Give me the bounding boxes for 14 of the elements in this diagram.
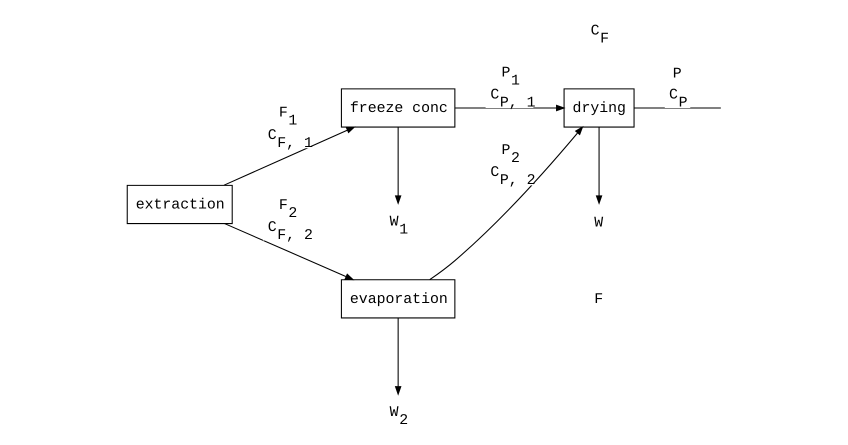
arrow: [394, 318, 401, 396]
label: F: [594, 292, 603, 308]
arrow: [429, 126, 583, 280]
arrow: [223, 126, 356, 186]
node-box: freeze conc: [340, 88, 455, 128]
arrow: [595, 127, 602, 205]
arrow: [224, 223, 354, 280]
node-text: W: [594, 215, 603, 232]
arrow: [394, 127, 401, 205]
node-box: drying: [563, 88, 634, 128]
connector: [634, 107, 720, 109]
arrow: [454, 104, 566, 112]
node-box: extraction: [126, 184, 232, 224]
node-box: evaporation: [340, 279, 455, 318]
